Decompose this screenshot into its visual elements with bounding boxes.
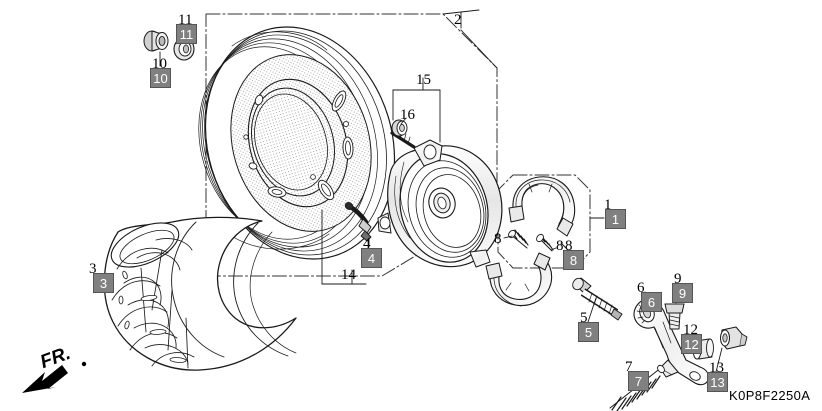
wheel-rim-illustration [198, 26, 396, 260]
callout-shadow-3: 3 [89, 261, 97, 277]
callout-3[interactable]: 3 [93, 273, 114, 293]
callout-shadow-10: 10 [152, 56, 167, 72]
shoe-return-spring-b [536, 233, 554, 252]
leader-lines [159, 9, 723, 383]
brake-shoe-upper [508, 176, 576, 237]
label-8-left: 8 [494, 231, 502, 247]
fr-direction-arrow [22, 361, 87, 393]
arm-nut-illustration [720, 326, 748, 350]
tire-illustration [103, 216, 297, 371]
flange-bolt-illustration [664, 303, 685, 330]
callout-6[interactable]: 6 [641, 292, 662, 312]
callout-shadow-9: 9 [674, 271, 682, 287]
label-16: 16 [400, 107, 415, 123]
callout-11[interactable]: 11 [176, 24, 197, 44]
callout-shadow-6: 6 [637, 280, 645, 296]
brake-panel-illustration [377, 129, 503, 268]
callout-7[interactable]: 7 [628, 371, 649, 391]
callout-9[interactable]: 9 [672, 283, 693, 303]
part-number-label: K0P8F2250A [729, 388, 811, 403]
callout-shadow-12: 12 [683, 322, 698, 338]
callout-shadow-13: 13 [709, 360, 724, 376]
callout-shadow-1: 1 [604, 197, 612, 213]
label-15: 15 [416, 72, 431, 88]
label-2: 2 [454, 12, 462, 28]
label-8-right: 8 [556, 238, 564, 254]
callout-1[interactable]: 1 [605, 209, 626, 229]
callout-10[interactable]: 10 [150, 68, 171, 88]
brake-shoe-lower [485, 252, 553, 307]
wheel-collar-illustration [143, 30, 169, 52]
callout-5[interactable]: 5 [578, 322, 599, 342]
callout-8[interactable]: 8 [563, 250, 584, 270]
callout-4[interactable]: 4 [361, 248, 382, 268]
callout-12[interactable]: 12 [681, 334, 702, 354]
callout-shadow-5: 5 [580, 310, 588, 326]
callout-shadow-8: 8 [565, 238, 573, 254]
valve-stem-illustration [344, 201, 372, 242]
callout-13[interactable]: 13 [707, 372, 728, 392]
callout-shadow-4: 4 [363, 236, 371, 252]
panel-nut-illustration [391, 119, 408, 137]
shoe-return-spring-a [508, 229, 529, 249]
callout-shadow-7: 7 [625, 359, 633, 375]
label-14: 14 [341, 267, 356, 283]
adjuster-bolt-illustration [572, 277, 623, 321]
callout-shadow-11: 11 [178, 12, 193, 28]
